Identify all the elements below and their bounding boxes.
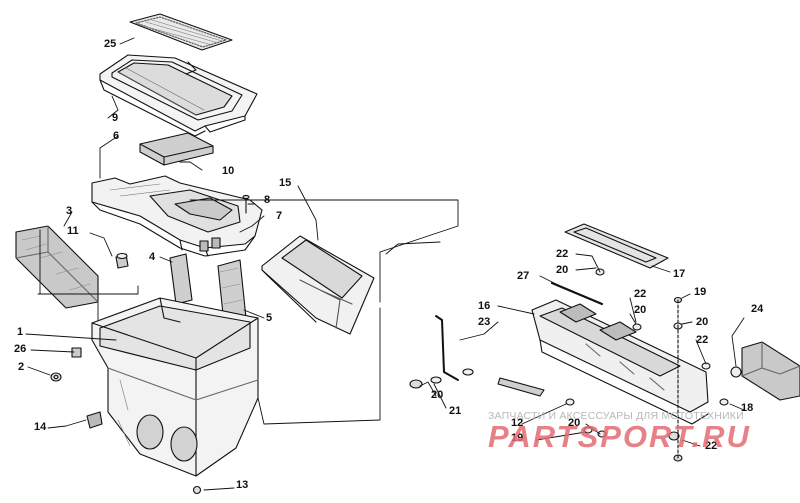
- callout-1: 1: [17, 326, 24, 338]
- bracket-part: [497, 377, 545, 397]
- callout-26: 26: [14, 343, 27, 355]
- callout-12: 12: [511, 417, 524, 429]
- small-hardware-parts: [50, 347, 202, 495]
- callout-8: 8: [264, 194, 271, 206]
- callout-4: 4: [149, 251, 156, 263]
- callout-2: 2: [18, 361, 25, 373]
- rod-part: [550, 281, 604, 306]
- callout-19-lower: 19: [511, 432, 524, 444]
- grommet-part: [115, 252, 129, 269]
- callout-24: 24: [751, 303, 764, 315]
- callout-20-right: 20: [696, 316, 709, 328]
- callout-22-mid: 22: [634, 288, 647, 300]
- callout-20-left: 20: [431, 389, 444, 401]
- callout-22-right: 22: [696, 334, 709, 346]
- callout-25: 25: [104, 38, 117, 50]
- callout-10: 10: [222, 165, 235, 177]
- callout-18: 18: [741, 402, 754, 414]
- callout-6: 6: [113, 130, 120, 142]
- side-foam-panel-part: [15, 225, 99, 309]
- callout-23: 23: [478, 316, 491, 328]
- callout-3: 3: [66, 205, 73, 217]
- right-foam-block-part: [730, 341, 800, 401]
- fastener-parts: [409, 268, 729, 462]
- callout-21: 21: [449, 405, 462, 417]
- callout-7: 7: [276, 210, 283, 222]
- airbox-lid-part: [91, 175, 263, 257]
- callout-22-lower: 22: [705, 440, 718, 452]
- leader-lines: [25, 37, 745, 491]
- callout-19-upper: 19: [694, 286, 707, 298]
- intake-duct-part: [261, 235, 375, 335]
- watermark-logo-text: PARTSPORT.RU: [488, 419, 751, 453]
- callout-13: 13: [236, 479, 249, 491]
- callout-22-upper: 22: [556, 248, 569, 260]
- silencer-cover-part: [99, 54, 258, 137]
- callout-11: 11: [67, 225, 79, 237]
- filter-screen-part: [129, 13, 233, 51]
- callout-9: 9: [112, 112, 119, 124]
- callout-20-upper: 20: [556, 264, 569, 276]
- callout-14: 14: [34, 421, 47, 433]
- callout-17: 17: [673, 268, 686, 280]
- foam-filter-part: [139, 132, 214, 166]
- frame-filter-part: [564, 223, 669, 269]
- airbox-base-part: [91, 297, 259, 477]
- intake-housing-part: [531, 299, 709, 425]
- callout-16: 16: [478, 300, 491, 312]
- callout-5: 5: [266, 312, 273, 324]
- callout-15: 15: [279, 177, 292, 189]
- breather-tube-part: [435, 315, 459, 381]
- callout-20-mid: 20: [634, 304, 647, 316]
- watermark-tagline: ЗАПЧАСТИ И АКСЕССУАРЫ ДЛЯ МОТОТЕХНИКИ: [488, 410, 744, 422]
- watermark-logo: PARTSPORT.RU: [488, 419, 751, 453]
- screw-part: [242, 194, 250, 214]
- callout-27: 27: [517, 270, 530, 282]
- callout-20-lower: 20: [568, 417, 581, 429]
